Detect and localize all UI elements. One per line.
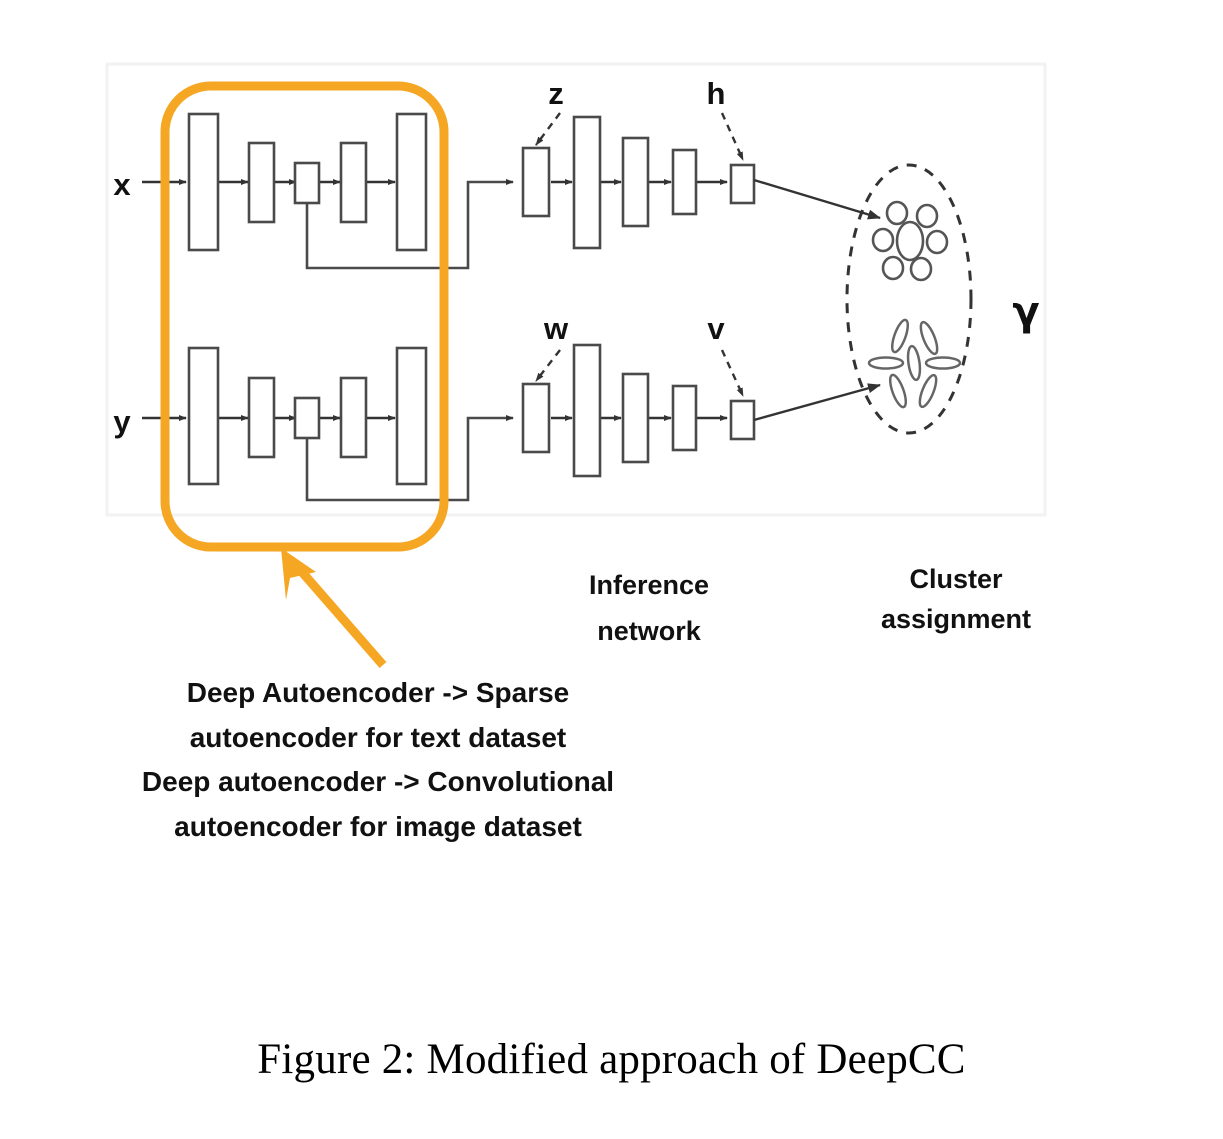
bottom-branch-inference-network [521,343,881,478]
inference-network-label-line1: Inference [589,570,709,600]
inference-layer-rect [621,136,650,228]
inference-layer-rect [671,384,698,452]
ae-layer-rect [339,141,368,224]
latent-label-h: h [707,76,726,111]
top-branch-autoencoder [142,112,514,270]
cluster-boundary-ellipse [845,163,973,435]
cluster-assignment-region [845,163,973,435]
inference-layer-rect [671,148,698,216]
bottom-cluster-arrow [753,383,881,422]
latent-label-z: z [548,76,564,111]
circles-cluster [871,200,949,282]
v-pointer-line [720,349,745,397]
inference-layer-rect [521,146,551,218]
cluster-output-gamma-label: γ [1012,289,1039,335]
ae-layer-rect [247,141,276,224]
annotation-line-3: Deep autoencoder -> Convolutional [142,766,614,797]
ae-layer-rect [395,346,428,486]
cluster-assignment-label-line2: assignment [881,604,1031,634]
cluster-assignment-label-line1: Cluster [909,564,1003,594]
inference-layer-rect [621,372,650,464]
ae-bottleneck-rect [293,161,321,205]
inference-layer-rect [521,382,551,454]
latent-label-w: w [543,311,569,346]
top-cluster-arrow [753,178,881,220]
annotation-line-4: autoencoder for image dataset [174,811,582,842]
ae-layer-rect [187,112,220,252]
ae-layer-rect [339,376,368,459]
h-pointer-line [720,112,745,161]
input-label-x: x [113,167,131,202]
inference-output-rect [729,399,756,441]
annotation-line-2: autoencoder for text dataset [190,722,567,753]
ae-layer-rect [247,376,276,459]
ae-bottleneck-rect [293,396,321,440]
highlight-rounded-box[interactable] [160,81,449,552]
inference-layer-rect [572,115,602,250]
highlight-arrow-shaft [291,561,387,668]
latent-label-v: v [707,311,725,346]
figure-caption: Figure 2: Modified approach of DeepCC [257,1036,966,1083]
annotation-line-1: Deep Autoencoder -> Sparse [187,677,570,708]
deep-autoencoder-highlight[interactable] [160,81,449,668]
top-branch-inference-network [521,112,881,250]
bottom-branch-autoencoder [142,346,514,502]
input-label-y: y [113,404,131,439]
z-pointer-line [535,112,561,146]
ae-layer-rect [395,112,428,252]
ae-layer-rect [187,346,220,486]
inference-network-label-line2: network [597,616,702,646]
skip-connection [305,179,514,270]
inference-output-rect [729,163,756,205]
skip-connection [305,415,514,502]
inference-layer-rect [572,343,602,478]
petals-cluster [867,318,962,409]
w-pointer-line [535,349,561,382]
highlight-arrow-head [281,548,316,600]
